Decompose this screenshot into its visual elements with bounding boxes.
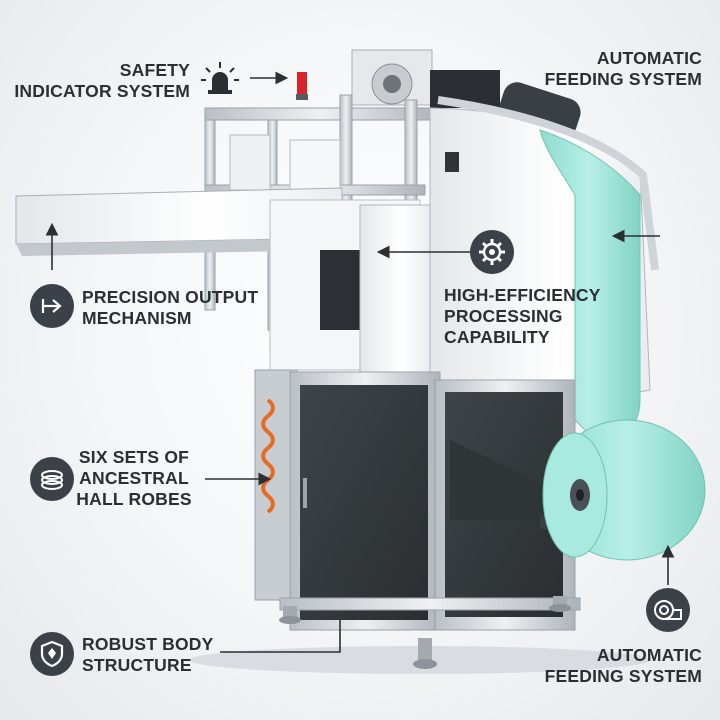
six-sets-label: SIX SETS OF ANCESTRAL HALL ROBES [74, 447, 194, 510]
automatic-feeding-top-label: AUTOMATIC FEEDING SYSTEM [520, 48, 702, 90]
coil-icon [30, 457, 74, 501]
safety-line1: SAFETY [119, 60, 190, 80]
feeding-top-line1: AUTOMATIC [596, 48, 702, 68]
efficiency-line2: PROCESSING [444, 306, 563, 326]
precision-line1: PRECISION OUTPUT [82, 287, 259, 307]
precision-output-label: PRECISION OUTPUT MECHANISM [82, 287, 282, 329]
film-roll-icon [646, 588, 690, 632]
safety-beacon [297, 72, 307, 96]
feeding-bottom-line1: AUTOMATIC [596, 645, 702, 665]
feeding-bottom-line2: FEEDING SYSTEM [544, 666, 702, 686]
shield-icon [30, 632, 74, 676]
control-window [320, 250, 365, 330]
safety-indicator-label: SAFETY INDICATOR SYSTEM [8, 60, 190, 102]
orange-coil [261, 398, 275, 514]
feeding-top-line2: FEEDING SYSTEM [544, 69, 702, 89]
roll-arm [450, 440, 545, 520]
efficiency-line3: CAPABILITY [444, 327, 550, 347]
output-arrow-icon [30, 284, 74, 328]
six-sets-line3: HALL ROBES [76, 489, 192, 509]
automatic-feeding-bottom-label: AUTOMATIC FEEDING SYSTEM [520, 645, 702, 687]
six-sets-line2: ANCESTRAL [79, 468, 189, 488]
safety-line2: INDICATOR SYSTEM [14, 81, 190, 101]
robust-line2: STRUCTURE [82, 655, 192, 675]
alarm-light-icon [200, 60, 240, 96]
robust-connector [220, 620, 341, 653]
switch-box [445, 152, 459, 172]
efficiency-line1: HIGH-EFFICIENCY [444, 285, 601, 305]
precision-line2: MECHANISM [82, 308, 192, 328]
six-sets-line1: SIX SETS OF [78, 447, 190, 467]
cabinet-door [300, 385, 428, 620]
gear-icon [470, 230, 514, 274]
high-efficiency-label: HIGH-EFFICIENCY PROCESSING CAPABILITY [444, 285, 624, 348]
robust-body-label: ROBUST BODY STRUCTURE [82, 634, 222, 676]
robust-line1: ROBUST BODY [82, 634, 214, 654]
